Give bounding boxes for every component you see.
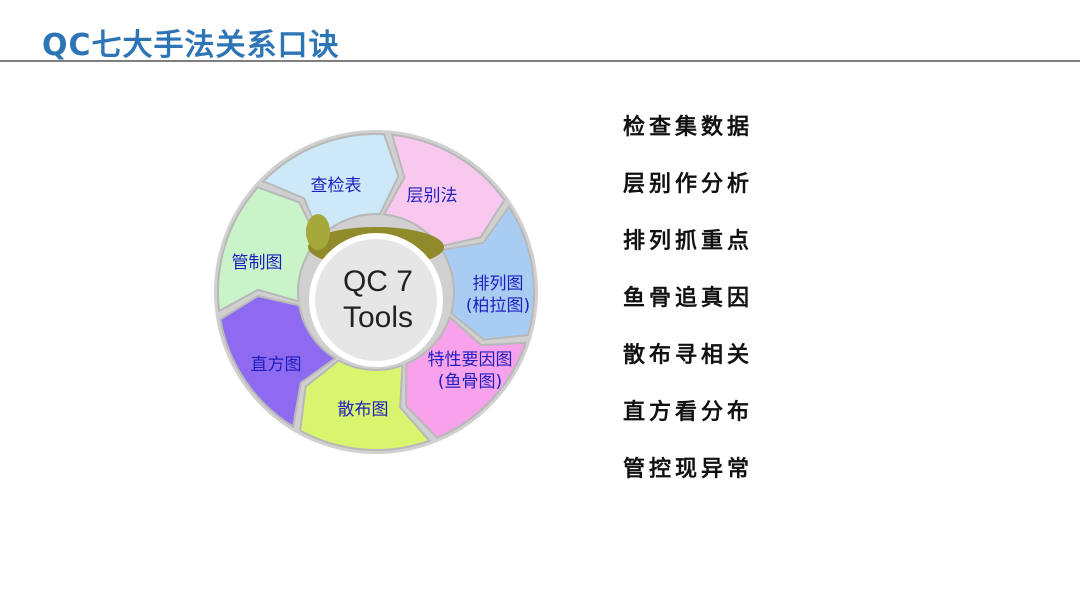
hub-circle xyxy=(309,233,443,367)
rhyme-item: 鱼骨追真因 xyxy=(623,285,754,311)
rhyme-item: 排列抓重点 xyxy=(623,228,754,254)
wheel-segment xyxy=(261,133,400,240)
segment-label-histogram: 直方图 xyxy=(250,355,302,375)
segment-label-check-sheet: 查检表 xyxy=(310,176,362,196)
wheel-segment xyxy=(440,204,535,341)
rhyme-item: 直方看分布 xyxy=(623,399,754,425)
rhyme-item: 检查集数据 xyxy=(623,114,754,140)
segment-label-scatter: 散布图 xyxy=(337,400,389,420)
segment-label-pareto: 排列图(柏拉图) xyxy=(465,274,531,316)
rhyme-item: 管控现异常 xyxy=(623,456,754,482)
wheel-segment xyxy=(299,359,432,451)
segment-label-fishbone: 特性要因图(鱼骨图) xyxy=(427,350,513,392)
page-title: QC七大手法关系口诀 xyxy=(42,28,340,63)
hub-knob xyxy=(306,214,330,250)
segment-label-control-chart: 管制图 xyxy=(231,253,283,273)
rhyme-list: 检查集数据 层别作分析 排列抓重点 鱼骨追真因 散布寻相关 直方看分布 管控现异… xyxy=(623,110,753,509)
center-line-2: Tools xyxy=(342,301,414,334)
rhyme-item: 散布寻相关 xyxy=(623,342,754,368)
center-line-1: QC 7 xyxy=(342,265,414,298)
wheel-segment xyxy=(405,315,528,439)
wheel-segment xyxy=(217,186,319,313)
wheel-segment xyxy=(382,133,506,248)
title-divider xyxy=(0,60,1080,62)
rhyme-item: 层别作分析 xyxy=(623,171,754,197)
center-hub-label: QC 7 Tools xyxy=(343,264,413,336)
segment-label-stratification: 层别法 xyxy=(406,186,458,206)
wheel-segment xyxy=(219,294,337,429)
